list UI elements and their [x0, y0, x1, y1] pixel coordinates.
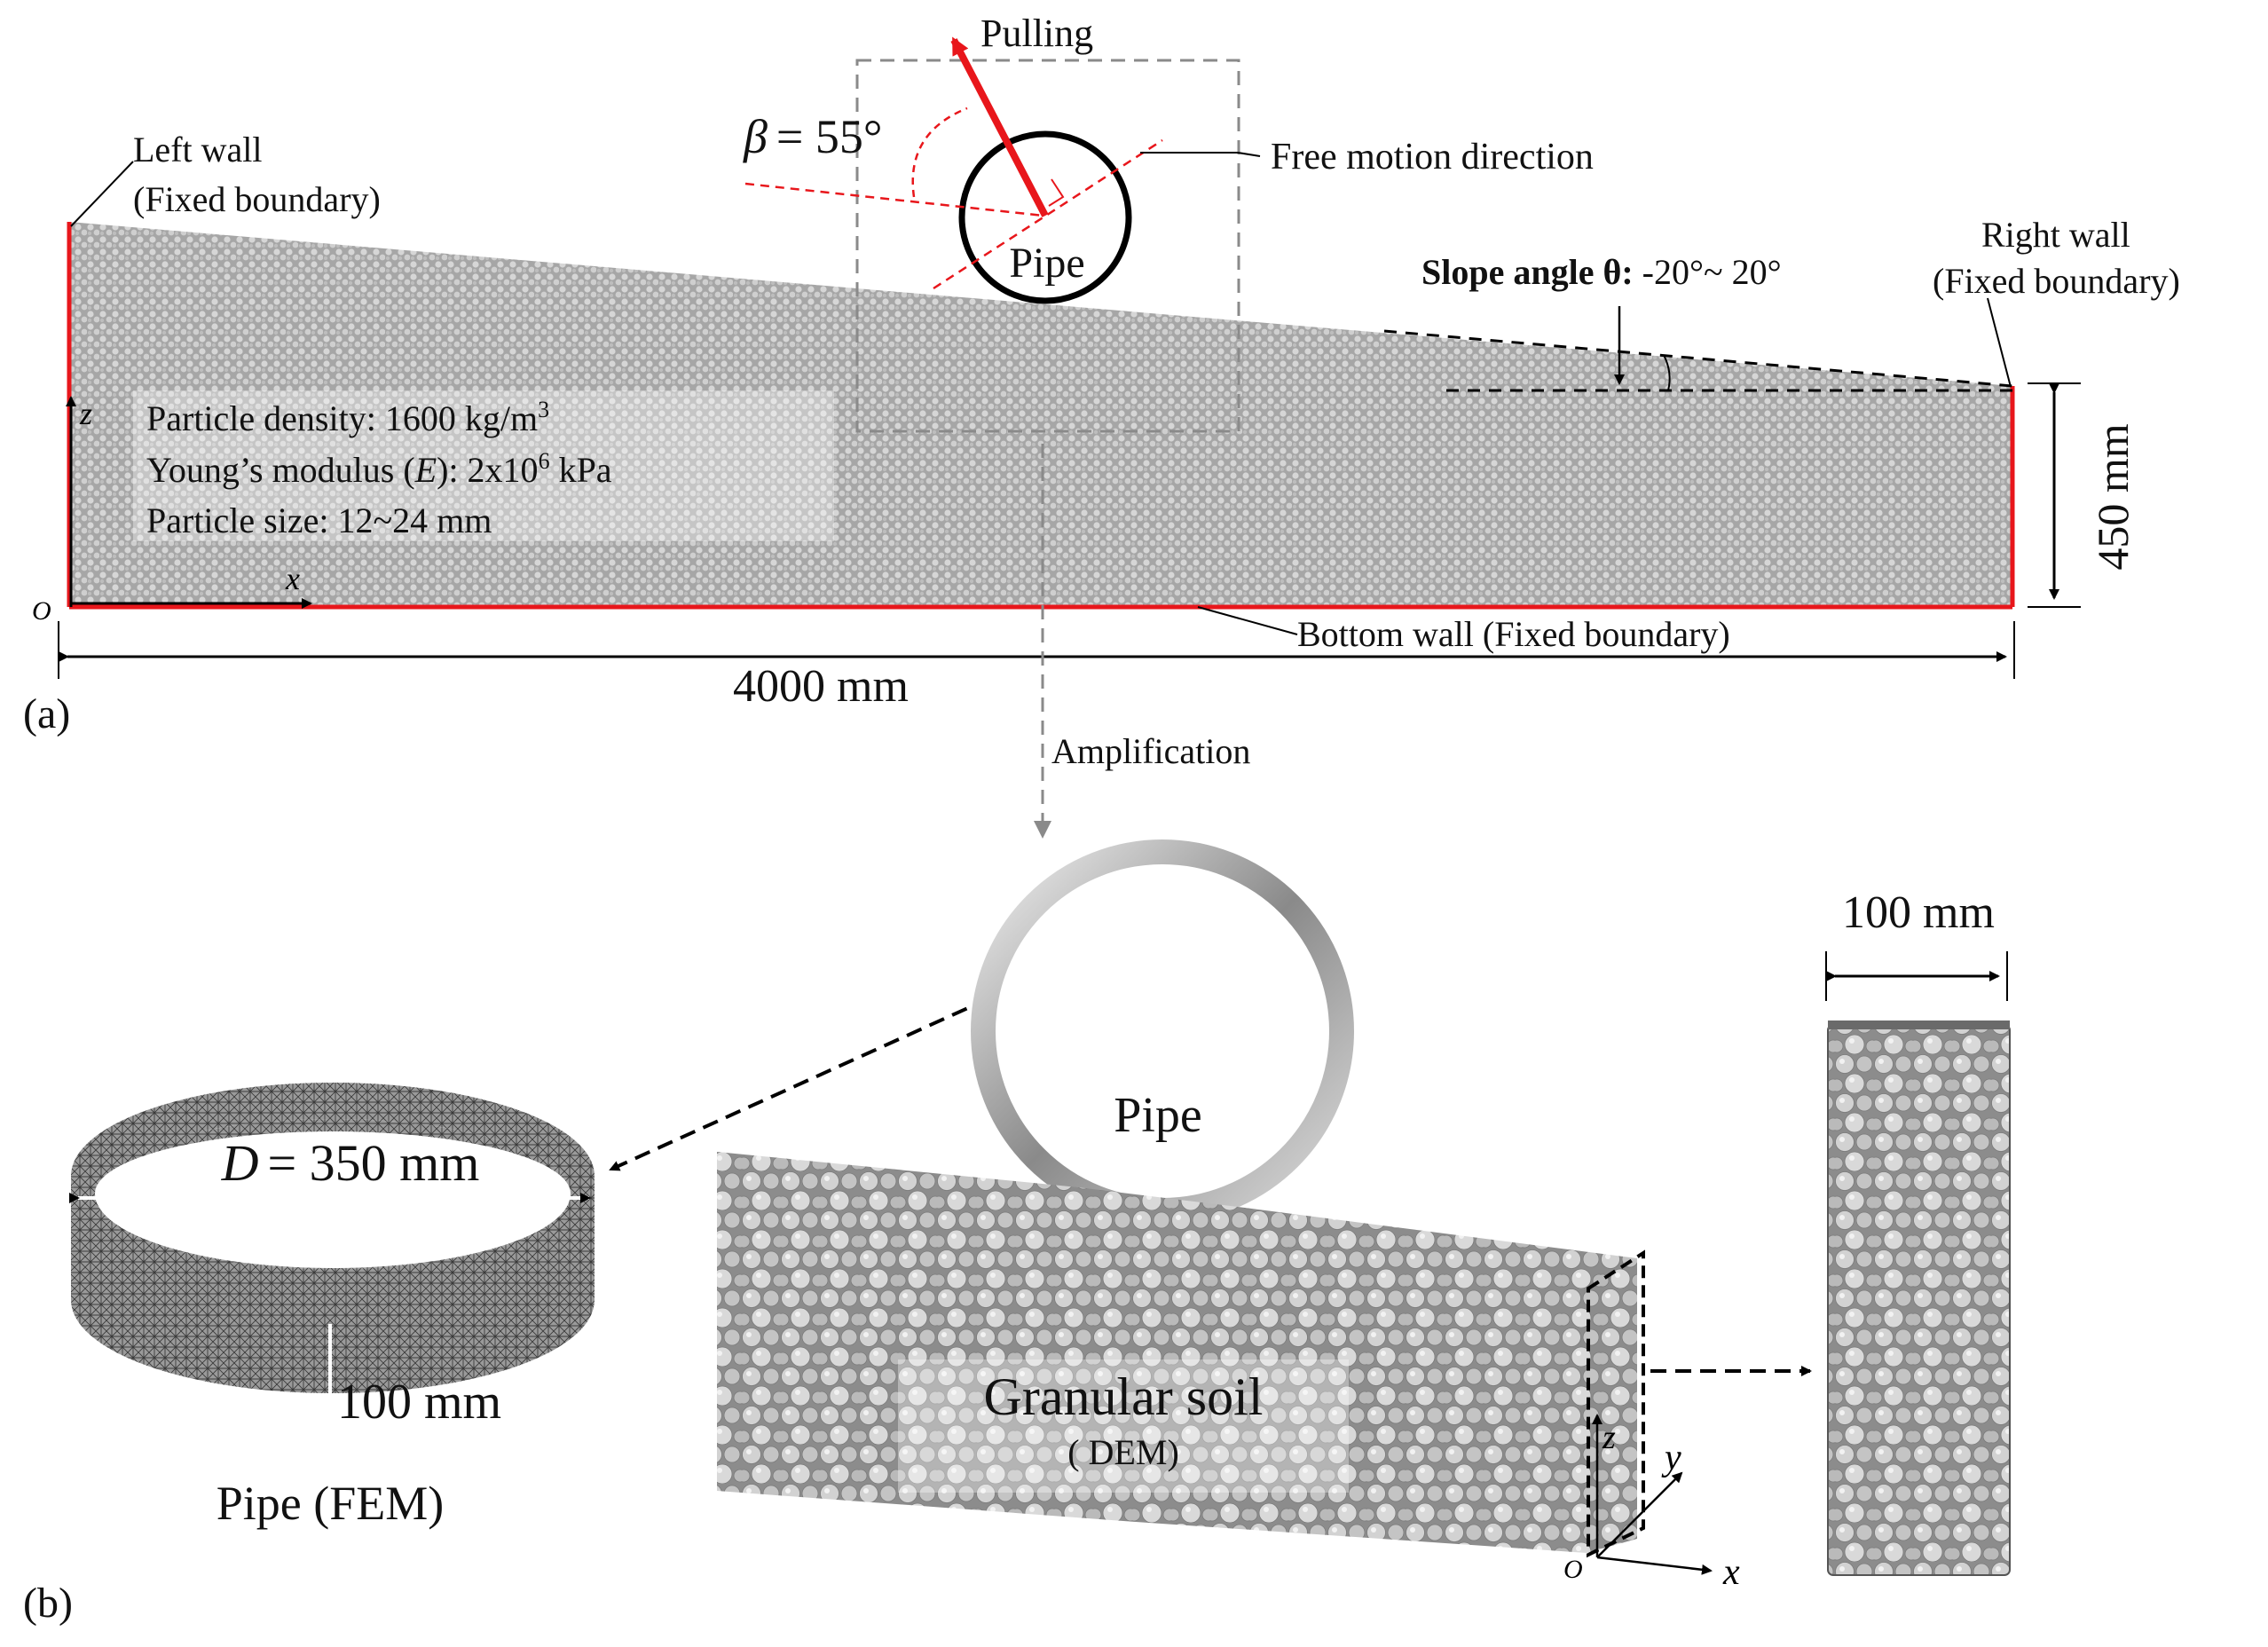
left-wall-label: Left wall: [133, 130, 263, 169]
z-axis-3d-label: z: [1602, 1419, 1616, 1456]
pipe-label: Pipe: [1009, 240, 1084, 287]
right-wall-leader: [1987, 297, 2012, 388]
pipe-ring-label: Pipe: [1114, 1088, 1202, 1143]
bottom-wall-leader: [1197, 606, 1298, 635]
diameter-label: D= 350 mm: [221, 1134, 480, 1192]
pulling-arrow: [950, 36, 1049, 217]
bottom-wall-label: Bottom wall (Fixed boundary): [1297, 614, 1730, 654]
left-wall-leader: [70, 161, 134, 227]
dem-soil-block: [717, 1152, 1637, 1553]
right-angle-mark: [1048, 178, 1065, 207]
slice-width-label: 100 mm: [1842, 887, 1995, 938]
x-axis-label: x: [285, 561, 300, 596]
beta-label: β= 55°: [743, 110, 882, 163]
left-wall-sublabel: (Fixed boundary): [133, 179, 381, 219]
height-label: 450 mm: [2088, 423, 2138, 570]
right-wall-label: Right wall: [1981, 215, 2130, 255]
density-text: Particle density: 1600 kg/m3: [146, 397, 549, 438]
x-axis-3d-label: x: [1722, 1552, 1740, 1593]
origin-3d-label: O: [1563, 1555, 1583, 1584]
soil-domain: [69, 222, 2012, 607]
pipe-circle: [958, 130, 1132, 304]
pulling-label: Pulling: [980, 12, 1093, 55]
panel-b-label: (b): [23, 1580, 73, 1627]
right-wall-sublabel: (Fixed boundary): [1933, 261, 2180, 301]
fem-ring-inner-wall: [95, 1119, 571, 1194]
slope-arc: [1663, 354, 1671, 391]
slope-angle-text: Slope angle θ:-20°~ 20°: [1421, 252, 1782, 292]
y-axis-3d-label: y: [1661, 1438, 1681, 1478]
origin-label: O: [32, 596, 51, 626]
slice-top-edge: [1828, 1021, 2010, 1029]
particle-size-text: Particle size: 12~24 mm: [146, 500, 492, 540]
panel-b: D= 350 mm 100 mm Pipe (FEM) Pipe Granula…: [23, 839, 2011, 1627]
amplification-label: Amplification: [1051, 731, 1250, 771]
amplification-box: [855, 59, 1240, 433]
panel-a: Particle density: 1600 kg/m3 Young’s mod…: [23, 12, 2180, 839]
soil-label: Granular soil: [984, 1367, 1264, 1426]
modulus-text: Young’s modulus (E): 2x106 kPa: [146, 448, 612, 490]
beta-arc: [911, 106, 968, 198]
free-motion-label: Free motion direction: [1271, 137, 1594, 177]
pipe-fem-label: Pipe (FEM): [217, 1477, 445, 1530]
slice-view: [1827, 1024, 2011, 1576]
ring-height-label: 100 mm: [337, 1375, 501, 1430]
fem-ring-body: [71, 1176, 595, 1393]
width-label: 4000 mm: [733, 661, 909, 712]
z-axis-label: z: [79, 396, 92, 431]
panel-a-label: (a): [23, 690, 70, 737]
soil-label-box: [898, 1359, 1349, 1493]
y-axis-3d: [1596, 1471, 1683, 1558]
to-fem-arrow: [609, 997, 990, 1171]
x-axis-3d: [1596, 1556, 1713, 1575]
soil-sublabel: ( DEM): [1067, 1432, 1179, 1472]
free-motion-line: [933, 138, 1163, 290]
properties-box: [133, 390, 834, 541]
slice-outline: [1587, 1249, 1645, 1558]
horizontal-reference-red: [744, 182, 1044, 217]
pipe-ring-3d: [971, 839, 1354, 1223]
free-motion-leader-2: [1237, 152, 1261, 157]
